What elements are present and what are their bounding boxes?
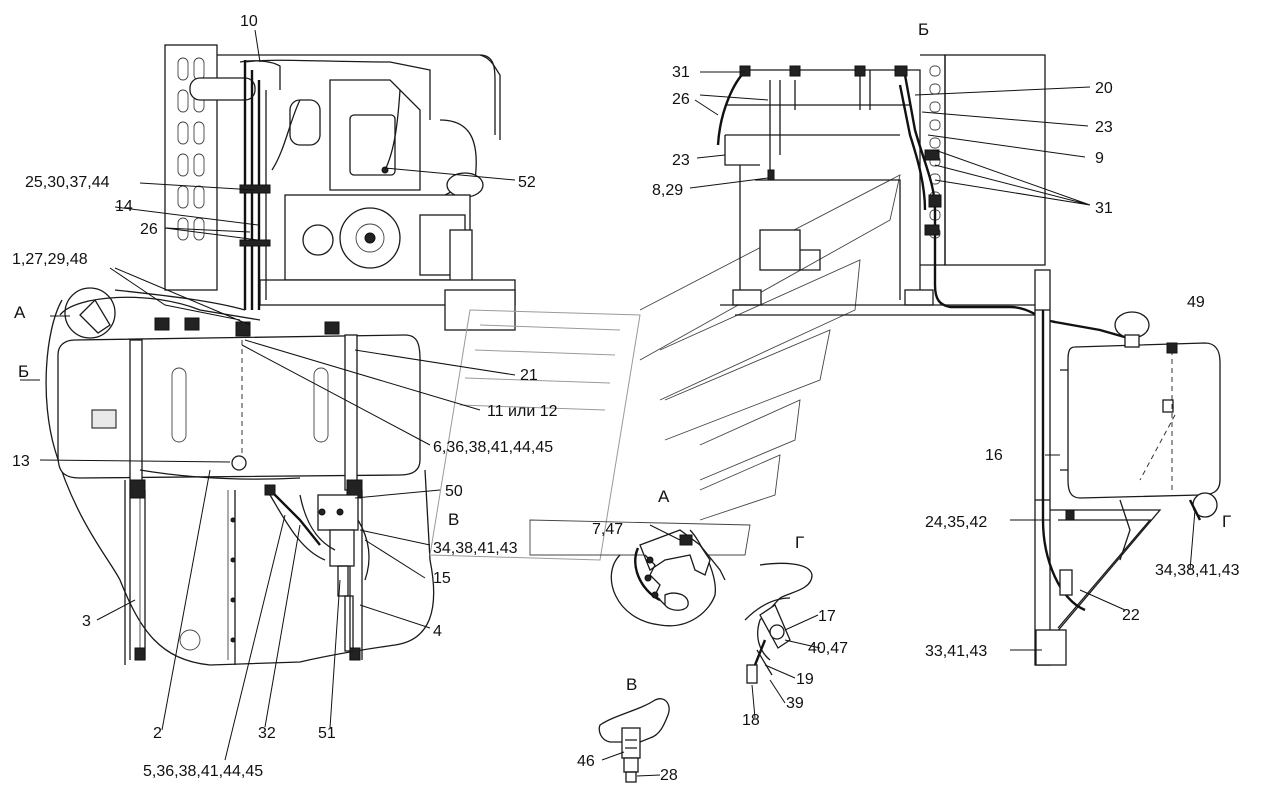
callout-32: 32 (258, 725, 276, 742)
callout-52: 52 (518, 174, 536, 191)
callout-22: 22 (1122, 607, 1140, 624)
callout-31-right: 31 (1095, 200, 1113, 217)
view-title-a: А (658, 487, 670, 506)
callout-20: 20 (1095, 80, 1113, 97)
fuel-tank-right (1041, 310, 1221, 612)
view-title-g: Г (795, 533, 804, 552)
callout-7: 7,47 (592, 521, 623, 538)
callout-3: 3 (82, 613, 91, 630)
callout-9: 9 (1095, 150, 1104, 167)
callout-23-left: 23 (672, 152, 690, 169)
side-mark-g: Г (1222, 512, 1231, 531)
gauge-window-right (313, 367, 329, 443)
callout-1: 1,27,29,48 (12, 251, 88, 268)
side-mark-a: А (14, 303, 26, 322)
callout-51: 51 (318, 725, 336, 742)
callout-49: 49 (1187, 294, 1205, 311)
callout-17: 17 (818, 608, 836, 625)
callout-46: 46 (577, 753, 595, 770)
callout-15: 15 (433, 570, 451, 587)
view-title-v: В (626, 675, 637, 694)
side-mark-b: Б (18, 362, 29, 381)
tank-body (57, 334, 421, 479)
tank-cap (1114, 311, 1150, 339)
detail-g (744, 562, 813, 684)
callout-11: 11 или 12 (487, 403, 558, 420)
callout-10: 10 (240, 13, 258, 30)
callout-8: 8,29 (652, 182, 683, 199)
gauge-window-left (171, 367, 187, 443)
view-titles: Б А Г В А Б В Г (14, 20, 1231, 694)
leader-lines (20, 29, 1196, 777)
callout-2: 2 (153, 725, 162, 742)
callout-33: 33,41,43 (925, 643, 987, 660)
filler-neck (79, 298, 111, 334)
callout-4: 4 (433, 623, 442, 640)
callout-50: 50 (445, 483, 463, 500)
tank-right-body (1067, 342, 1221, 499)
callout-39: 39 (786, 695, 804, 712)
callout-26-left: 26 (140, 221, 158, 238)
callout-23-right: 23 (1095, 119, 1113, 136)
engine (164, 44, 516, 331)
fuel-filter-block (264, 484, 370, 652)
callout-21: 21 (520, 367, 538, 384)
callout-14: 14 (115, 198, 133, 215)
view-b (716, 54, 1221, 666)
callout-16: 16 (985, 447, 1003, 464)
callout-13: 13 (12, 453, 30, 470)
left-main-view (45, 44, 901, 666)
detail-v (598, 698, 670, 783)
callout-34-right: 34,38,41,43 (1155, 562, 1240, 579)
callout-26-right: 26 (672, 91, 690, 108)
callout-18: 18 (742, 712, 760, 729)
callout-6: 6,36,38,41,44,45 (433, 439, 553, 456)
callout-labels: 10 52 25,30,37,44 14 26 1,27,29,48 21 11… (12, 13, 1240, 784)
callout-28: 28 (660, 767, 678, 784)
fuel-tank-left (57, 287, 421, 661)
callout-24: 24,35,42 (925, 514, 987, 531)
callout-40: 40,47 (808, 640, 848, 657)
frame-rail-inner (139, 490, 229, 660)
cab-panel (944, 54, 1046, 266)
callout-31-top: 31 (672, 64, 690, 81)
tank-label-plate (91, 409, 117, 429)
detail-a (610, 529, 726, 627)
callout-34-left: 34,38,41,43 (433, 540, 518, 557)
view-title-b: Б (918, 20, 929, 39)
callout-19: 19 (796, 671, 814, 688)
callout-5: 5,36,38,41,44,45 (143, 763, 263, 780)
side-mark-v: В (448, 510, 459, 529)
chassis-contour (45, 299, 435, 666)
callout-25: 25,30,37,44 (25, 174, 110, 191)
